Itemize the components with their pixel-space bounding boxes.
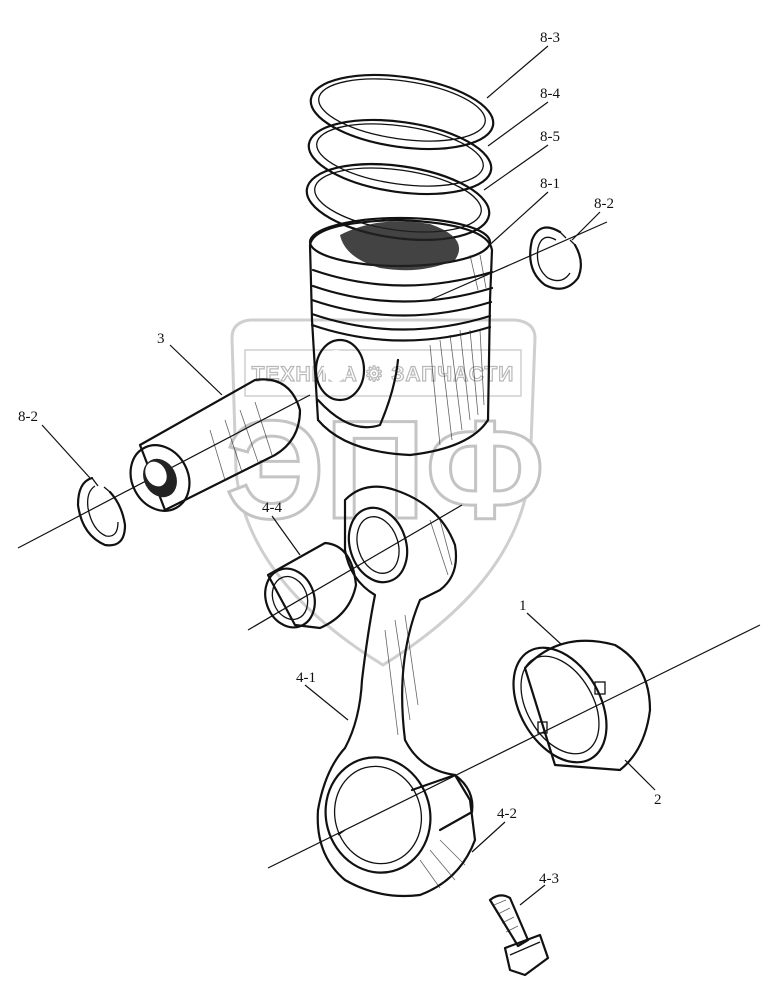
label-8-1: 8-1 bbox=[540, 176, 560, 192]
label-4-3: 4-3 bbox=[539, 871, 559, 887]
ring-8-4 bbox=[307, 118, 493, 196]
circlip-left bbox=[76, 476, 127, 547]
bearing-shell-upper bbox=[512, 639, 652, 772]
piston-pin bbox=[129, 378, 302, 512]
circlip-right bbox=[529, 226, 582, 290]
watermark-shield-outline bbox=[230, 318, 537, 667]
label-8-2-right: 8-2 bbox=[594, 196, 614, 212]
label-8-3: 8-3 bbox=[540, 30, 560, 46]
label-4-2: 4-2 bbox=[497, 806, 517, 822]
label-2: 2 bbox=[654, 792, 662, 808]
label-3: 3 bbox=[157, 331, 165, 347]
label-1: 1 bbox=[519, 598, 527, 614]
label-4-1: 4-1 bbox=[296, 670, 316, 686]
rod-bolt bbox=[488, 894, 550, 977]
piston bbox=[308, 216, 494, 457]
watermark: ТЕХНИКА ⚙ ЗАПЧАСТИ ЭПФ bbox=[224, 318, 546, 667]
label-4-4: 4-4 bbox=[262, 500, 282, 516]
leader-lines bbox=[41, 45, 656, 906]
label-8-4: 8-4 bbox=[540, 86, 560, 102]
callout-labels: 8-3 8-4 8-5 8-1 8-2 3 8-2 4-4 1 4-1 2 4-… bbox=[18, 30, 662, 887]
label-8-5: 8-5 bbox=[540, 129, 560, 145]
label-8-2-left: 8-2 bbox=[18, 409, 38, 425]
big-end-axis-line bbox=[267, 624, 761, 869]
small-end-bushing bbox=[264, 541, 358, 630]
connecting-rod bbox=[316, 485, 477, 898]
watermark-banner bbox=[244, 349, 522, 397]
ring-8-3 bbox=[309, 73, 495, 151]
small-end-axis-line bbox=[247, 504, 463, 631]
